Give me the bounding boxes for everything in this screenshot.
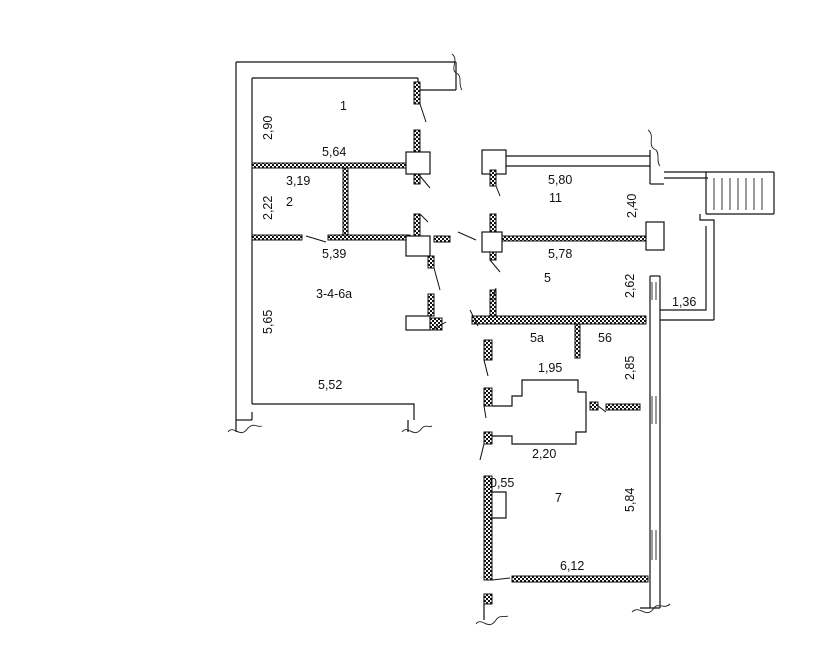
dimension-2-40: 2,40 bbox=[625, 194, 639, 218]
room-label-56: 56 bbox=[598, 331, 612, 345]
dimension-2-62: 2,62 bbox=[623, 274, 637, 298]
dimension-5-39: 5,39 bbox=[322, 247, 346, 261]
dimension-5-65: 5,65 bbox=[261, 310, 275, 334]
dimension-5-80: 5,80 bbox=[548, 173, 572, 187]
dimension-1-95: 1,95 bbox=[538, 361, 562, 375]
dimension-1-36: 1,36 bbox=[672, 295, 696, 309]
left-block-partitions bbox=[251, 81, 451, 331]
dimension-0-55: 0,55 bbox=[490, 476, 514, 490]
dimension-5-64: 5,64 bbox=[322, 145, 346, 159]
room-label-3-4-6a: 3-4-6a bbox=[316, 287, 352, 301]
dimension-2-20: 2,20 bbox=[532, 447, 556, 461]
room-label-1: 1 bbox=[340, 99, 347, 113]
room-label-5a: 5a bbox=[530, 331, 544, 345]
dimension-labels: 2,90 5,64 3,19 2,22 5,39 5,65 5,52 5,80 … bbox=[261, 116, 696, 573]
right-block-walls bbox=[475, 129, 775, 626]
room-labels: 1 2 3-4-6a 11 5 5a 56 7 bbox=[286, 99, 612, 505]
room-label-2: 2 bbox=[286, 195, 293, 209]
dimension-6-12: 6,12 bbox=[560, 559, 584, 573]
dimension-5-84: 5,84 bbox=[623, 488, 637, 512]
room-label-7: 7 bbox=[555, 491, 562, 505]
room-label-5: 5 bbox=[544, 271, 551, 285]
dimension-2-22: 2,22 bbox=[261, 196, 275, 220]
room-label-11: 11 bbox=[549, 191, 562, 205]
dimension-2-85: 2,85 bbox=[623, 356, 637, 380]
dimension-5-78: 5,78 bbox=[548, 247, 572, 261]
dimension-5-52: 5,52 bbox=[318, 378, 342, 392]
dimension-3-19: 3,19 bbox=[286, 174, 310, 188]
right-block-partitions bbox=[457, 169, 665, 605]
dimension-2-90: 2,90 bbox=[261, 116, 275, 140]
